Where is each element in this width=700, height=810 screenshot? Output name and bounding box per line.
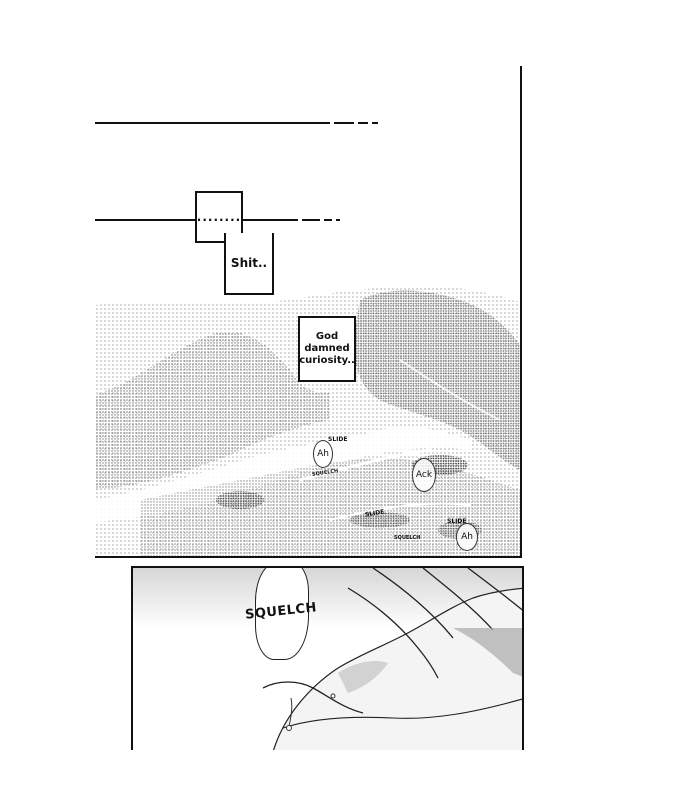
bubble-text-ah-1: Ah (317, 449, 329, 459)
bubble-ack: Ack (412, 458, 436, 492)
speech-text-curiosity: God damned curiosity.. (299, 331, 355, 366)
sfx-squelch-small-2: SQUELCH (394, 535, 421, 541)
speech-box-shit: Shit.. (224, 233, 274, 295)
hand-illustration (133, 568, 522, 750)
bubble-text-ah-2: Ah (461, 532, 473, 542)
dash-line-middle-seg2 (324, 219, 332, 221)
dash-line-top-seg1 (334, 122, 354, 124)
dash-line-middle-seg1 (302, 219, 320, 221)
dash-line-top-seg3 (372, 122, 378, 124)
squelch-bubble (255, 568, 309, 660)
sfx-slide-1: SLIDE (328, 436, 348, 443)
sfx-slide-3: SLIDE (447, 518, 467, 525)
bubble-text-ack: Ack (415, 470, 433, 480)
bubble-ah-2: Ah (456, 523, 478, 551)
dash-line-top-seg2 (358, 122, 368, 124)
dash-line-middle (95, 219, 195, 221)
dash-line-middle-right (243, 219, 298, 221)
bubble-ah-1: Ah (313, 440, 333, 468)
bottom-panel: SQUELCH (131, 566, 524, 750)
top-panel-right-border (520, 66, 522, 558)
dash-line-middle-seg3 (336, 219, 340, 221)
speech-text-shit: Shit.. (230, 256, 268, 270)
speech-text-dots: ........ (196, 210, 242, 224)
dash-line-top (95, 122, 330, 124)
speech-box-curiosity: God damned curiosity.. (298, 316, 356, 382)
